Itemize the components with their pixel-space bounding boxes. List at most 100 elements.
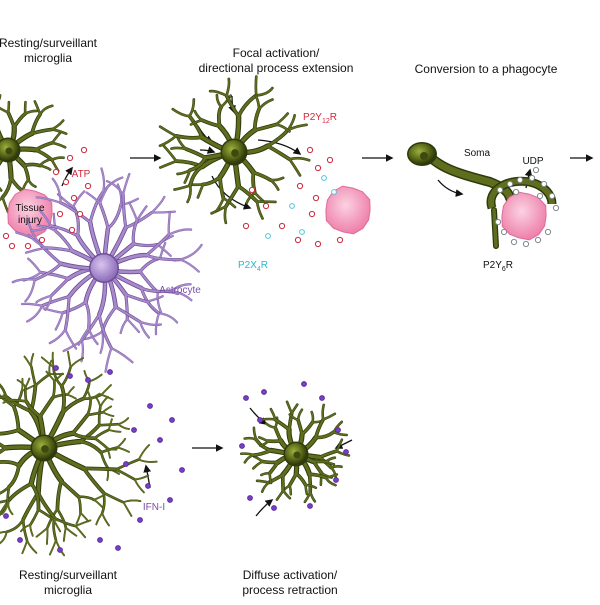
microglia-process (96, 513, 102, 524)
ifn-dot (336, 428, 341, 433)
microglia-process (124, 502, 132, 516)
microglia-process (135, 475, 149, 479)
microglia-process (25, 379, 29, 387)
phagocyte-anchor-fill (494, 210, 496, 246)
microglia-process (276, 114, 288, 125)
atp-dot (307, 147, 312, 152)
atp-dot (315, 241, 320, 246)
ifn-dot (58, 548, 63, 553)
microglia-process (0, 197, 3, 204)
microglia-process (255, 109, 259, 130)
microglia-process (160, 161, 176, 167)
microglia-process (35, 374, 49, 385)
microglia-process (25, 111, 37, 114)
curved-arrow-icon (256, 500, 272, 516)
udp-label: UDP (518, 154, 548, 169)
atp-label: ATP (68, 167, 94, 182)
udp-dot (545, 229, 550, 234)
atp-dot (57, 211, 62, 216)
curved-arrow-icon (200, 150, 214, 152)
microglia-process (195, 111, 202, 120)
microglia-process (35, 101, 40, 114)
microglia-process (8, 503, 12, 514)
microglia-process (68, 395, 76, 399)
p2y6r-label: P2Y6R (478, 258, 518, 277)
p2x4r-receptor (290, 204, 295, 209)
astrocyte-process (65, 329, 76, 348)
phagocyte-title: Conversion to a phagocyte (396, 62, 576, 77)
microglia-process (198, 184, 203, 197)
microglia-process (118, 418, 128, 424)
microglia-nucleus (293, 451, 300, 458)
microglia-process (84, 468, 104, 492)
microglia-process (102, 513, 109, 525)
p2x4r-receptor (332, 190, 337, 195)
p2y12r-label: P2Y12R (290, 110, 350, 129)
ifn-dot (334, 478, 339, 483)
microglia-process (53, 353, 54, 367)
ifn-dot (258, 418, 263, 423)
focal-activation-title: Focal activation/ directional process ex… (176, 46, 376, 76)
atp-dot (297, 183, 302, 188)
tissue-injury-shape (502, 192, 546, 240)
microglia-process (334, 432, 347, 435)
astrocyte-process (56, 313, 63, 330)
udp-dot (535, 237, 540, 242)
microglia-nucleus (41, 445, 49, 453)
atp-dot (71, 195, 76, 200)
microglia-process (0, 381, 6, 397)
p2x4r-label: P2X4R (228, 258, 278, 277)
ifn-dot (262, 390, 267, 395)
microglia-process (66, 528, 77, 536)
ifn-dot (158, 438, 163, 443)
ifn-dot (180, 468, 185, 473)
atp-dot (337, 237, 342, 242)
ifn-dot (108, 370, 113, 375)
atp-dot (85, 183, 90, 188)
microglia-process (87, 399, 90, 415)
ifn-dot (272, 506, 277, 511)
microglia-process (323, 414, 335, 420)
astrocyte-process (51, 279, 68, 296)
atp-dot (69, 227, 74, 232)
udp-dot (507, 181, 512, 186)
ifn-dot (302, 382, 307, 387)
astrocyte-process (106, 348, 112, 372)
ifn-dot (148, 404, 153, 409)
ifn-dot (344, 450, 349, 455)
curved-arrow-icon (438, 180, 462, 194)
ifn-dot (4, 514, 9, 519)
microglia-process (103, 412, 114, 416)
microglia-process (296, 474, 305, 485)
microglia-process (287, 402, 292, 414)
ifn-dot (54, 366, 59, 371)
microglia-process (24, 164, 40, 165)
microglia-process (80, 513, 88, 522)
microglia-process (290, 159, 300, 175)
microglia-process (283, 490, 290, 498)
microglia-process (309, 474, 310, 491)
microglia-process (117, 448, 129, 452)
astrocyte-soma (91, 255, 118, 282)
microglia-process (103, 406, 111, 412)
atp-dot (295, 237, 300, 242)
atp-dot (279, 223, 284, 228)
astrocyte-process (28, 259, 40, 273)
astrocyte-process (180, 245, 202, 260)
microglia-process (61, 481, 78, 497)
microglia-process (22, 541, 27, 554)
atp-dot (67, 155, 72, 160)
udp-dot (529, 175, 534, 180)
microglia-process (314, 462, 322, 474)
astrocyte-process (79, 328, 89, 344)
tissue-injury-label: Tissue injury (8, 203, 52, 227)
microglia-process (50, 540, 56, 554)
ifn-dot (248, 496, 253, 501)
astrocyte-process (140, 322, 161, 325)
microglia-process (52, 121, 63, 130)
microglia-process (68, 387, 74, 395)
astrocyte-process-outline (180, 245, 202, 260)
udp-dot (553, 205, 558, 210)
microglia-process (268, 441, 281, 442)
